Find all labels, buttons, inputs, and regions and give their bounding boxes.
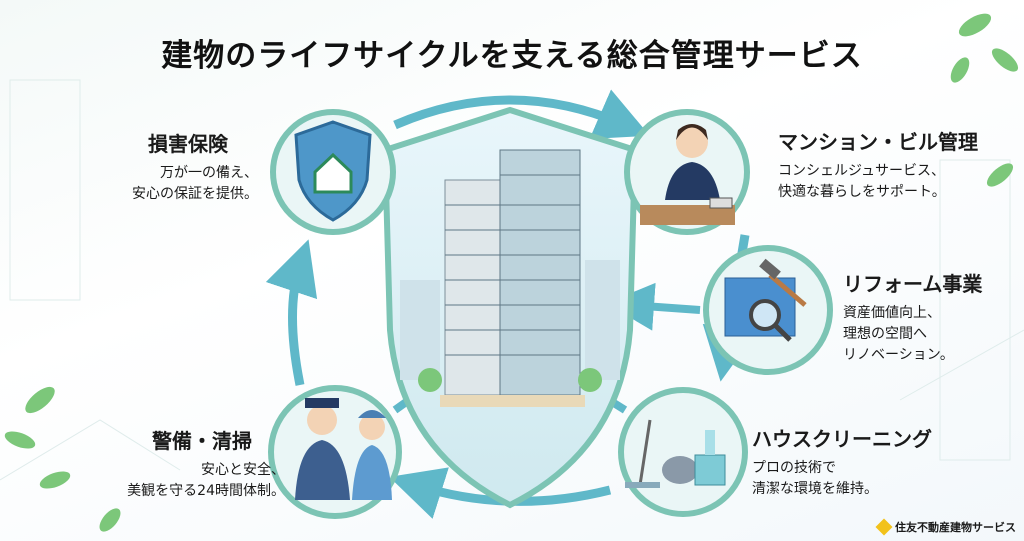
service-desc-line: 理想の空間へ	[843, 326, 927, 342]
service-desc-line: 美観を守る24時間体制。	[127, 483, 285, 499]
company-logo: 住友不動産建物サービス	[875, 518, 1016, 536]
shield-house-icon	[294, 120, 372, 222]
service-desc-line: コンシェルジュサービス、	[778, 163, 946, 179]
service-desc-line: リノベーション。	[843, 347, 954, 363]
blueprint-hammer-icon	[724, 258, 807, 342]
service-housecleaning: ハウスクリーニング プロの技術で 清潔な環境を維持。	[752, 423, 932, 500]
concierge-icon	[640, 124, 735, 225]
leaf-decoration	[4, 13, 1019, 532]
background-buildings	[0, 79, 1024, 481]
service-desc-line: 万が一の備え、	[160, 165, 258, 181]
logo-diamond-icon	[875, 518, 893, 536]
service-title: マンション・ビル管理	[778, 130, 978, 154]
security-staff-icon	[295, 398, 392, 500]
logo-text: 住友不動産建物サービス	[895, 521, 1016, 534]
service-desc-line: プロの技術で	[752, 460, 836, 476]
service-title: ハウスクリーニング	[752, 427, 932, 451]
cleaning-circle	[618, 387, 748, 517]
service-desc-line: 安心と安全、	[201, 462, 285, 478]
service-title: 警備・清掃	[152, 429, 252, 453]
service-desc-line: 安心の保証を提供。	[132, 186, 258, 202]
service-insurance: 損害保険 万が一の備え、 安心の保証を提供。	[118, 128, 258, 205]
service-security: 警備・清掃 安心と安全、 美観を守る24時間体制。	[80, 425, 285, 502]
central-building-shield	[381, 106, 639, 509]
service-title: 損害保険	[148, 132, 228, 156]
service-desc-line: 快適な暮らしをサポート。	[778, 184, 946, 200]
cleaning-tools-icon	[625, 419, 726, 488]
service-title: リフォーム事業	[843, 272, 983, 296]
page-title: 建物のライフサイクルを支える総合管理サービス	[161, 38, 863, 74]
service-desc-line: 資産価値向上、	[843, 305, 941, 321]
service-desc-line: 清潔な環境を維持。	[752, 481, 878, 497]
service-reform: リフォーム事業 資産価値向上、 理想の空間へ リノベーション。	[843, 268, 982, 366]
service-management: マンション・ビル管理 コンシェルジュサービス、 快適な暮らしをサポート。	[778, 126, 978, 203]
